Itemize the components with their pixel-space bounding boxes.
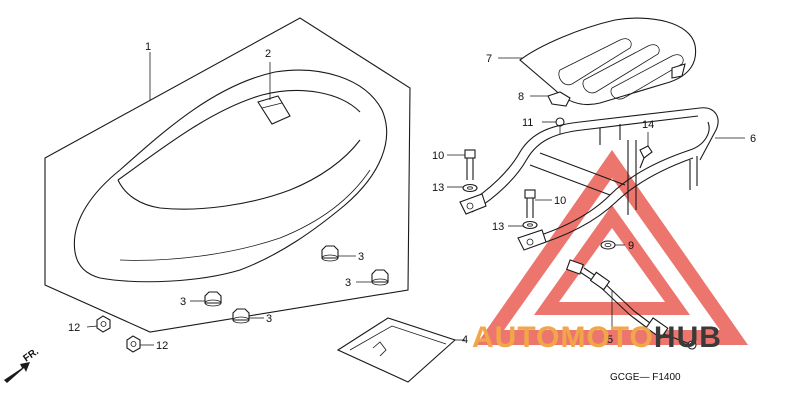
seat-rubber-group	[204, 245, 389, 324]
callout-10: 10	[432, 150, 444, 162]
front-direction-marker: FR.	[4, 346, 41, 383]
seat-illustration	[73, 69, 388, 283]
callout-labels: 1 2 3 3 3 3 4 5 6 7 8 9 10 10 11 12 12 1…	[68, 41, 756, 352]
front-label: FR.	[21, 346, 41, 364]
bolt-group	[464, 145, 653, 218]
owners-manual-bag	[336, 317, 457, 383]
callout-8: 8	[518, 91, 524, 103]
callout-5: 5	[607, 334, 613, 346]
callout-10: 10	[554, 195, 566, 207]
watermark-logo	[476, 150, 748, 345]
callout-3: 3	[358, 251, 364, 263]
leader-lines	[86, 52, 745, 346]
callout-12: 12	[68, 322, 80, 334]
callout-3: 3	[180, 296, 186, 308]
callout-3: 3	[266, 313, 272, 325]
callout-7: 7	[486, 53, 492, 65]
callout-6: 6	[750, 133, 756, 145]
seat-assembly-frame	[44, 17, 411, 333]
watermark-text: AUTOMOTOHUB	[472, 321, 722, 354]
diagram-code: GCGE— F1400	[610, 372, 681, 383]
callout-13: 13	[432, 182, 444, 194]
washer-group	[462, 183, 538, 230]
collar-part	[600, 240, 616, 250]
rear-carrier	[459, 107, 719, 251]
callout-4: 4	[462, 334, 468, 346]
seat-lock-cable	[566, 259, 697, 350]
callout-3: 3	[345, 277, 351, 289]
callout-11: 11	[522, 117, 533, 129]
callout-12: 12	[156, 340, 168, 352]
nut-group	[96, 315, 141, 353]
carrier-cover	[519, 17, 697, 106]
clip-part	[547, 91, 571, 107]
callout-1: 1	[145, 41, 151, 53]
callout-14: 14	[642, 119, 654, 131]
callout-13: 13	[492, 221, 504, 233]
callout-2: 2	[265, 48, 271, 60]
callout-9: 9	[628, 240, 634, 252]
